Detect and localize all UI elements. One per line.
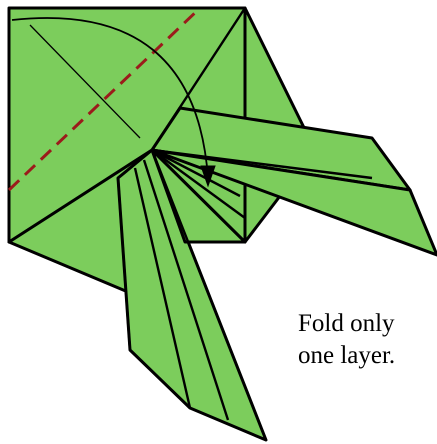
fan-edge-1 bbox=[151, 149, 246, 243]
fan-edge-2 bbox=[151, 149, 246, 219]
lower-flap-edge-4 bbox=[150, 149, 268, 441]
crease-line bbox=[29, 24, 141, 139]
left-diagonal-edge bbox=[8, 148, 153, 244]
instruction-line-1: Fold only bbox=[298, 310, 395, 337]
fold-arrow-curve bbox=[11, 17, 209, 179]
lower-flap-edge-5 bbox=[129, 349, 191, 409]
fold-arrow-head bbox=[200, 165, 216, 188]
lower-flap-edge-3 bbox=[142, 159, 230, 421]
fan-edge-7 bbox=[150, 7, 247, 151]
lower-flap-edge-1 bbox=[116, 177, 132, 351]
instruction-line-2: one layer. bbox=[298, 342, 396, 369]
fan-edge-3 bbox=[151, 148, 241, 198]
instruction-text: Fold only one layer. bbox=[298, 308, 433, 372]
lower-flap-edge-2 bbox=[133, 167, 192, 409]
fan-edge-5 bbox=[151, 148, 373, 180]
